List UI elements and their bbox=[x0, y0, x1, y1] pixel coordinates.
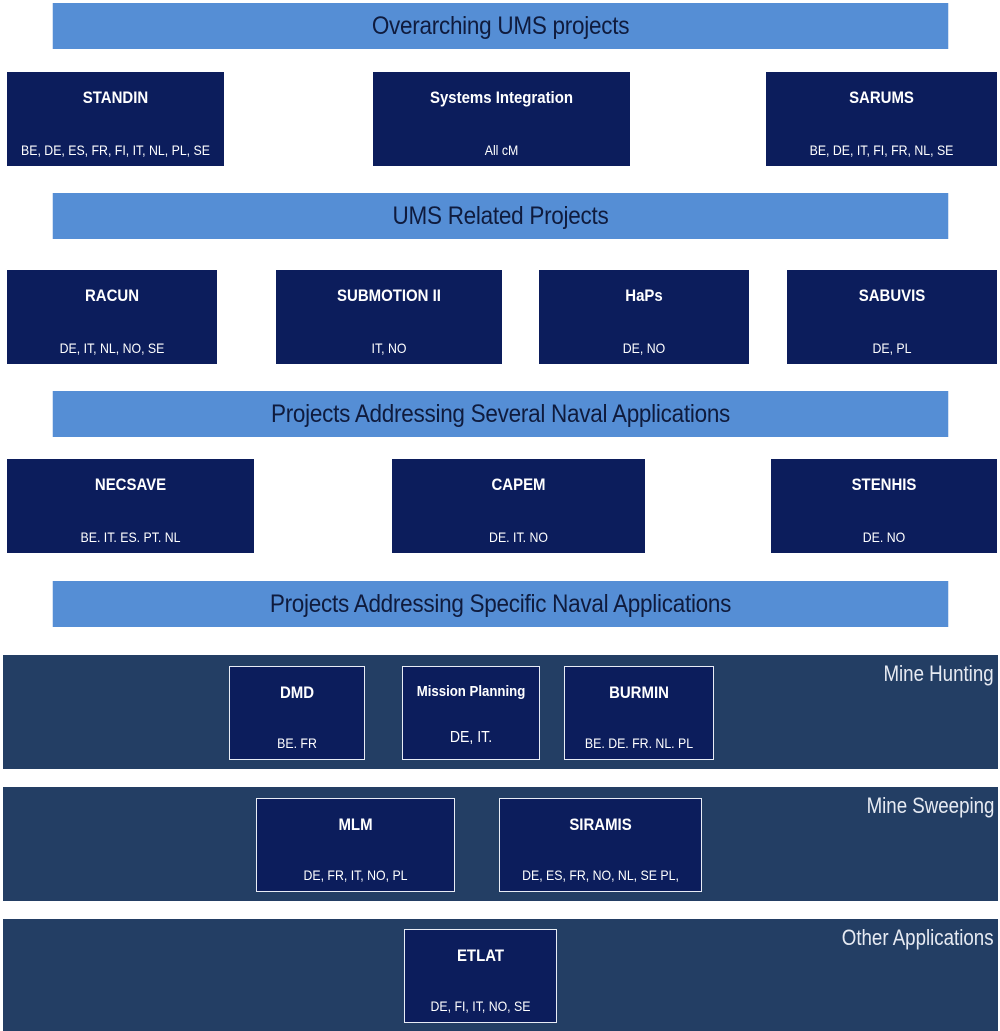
project-box-necsave: NECSAVE BE. IT. ES. PT. NL bbox=[7, 459, 254, 553]
project-name: Mission Planning bbox=[416, 683, 526, 700]
project-countries: BE. IT. ES. PT. NL bbox=[80, 529, 181, 545]
project-name: SUBMOTION II bbox=[337, 286, 441, 305]
project-box-sabuvis: SABUVIS DE, PL bbox=[787, 270, 997, 364]
project-box-mission-planning: Mission Planning DE, IT. bbox=[402, 666, 540, 760]
project-name: SIRAMIS bbox=[569, 815, 632, 834]
project-countries: BE. DE. FR. NL. PL bbox=[584, 735, 694, 751]
project-countries: All cM bbox=[484, 142, 519, 158]
project-name: SABUVIS bbox=[858, 286, 926, 305]
project-countries: DE, NO bbox=[622, 340, 666, 356]
project-countries: DE, ES, FR, NO, NL, SE PL, bbox=[522, 867, 679, 883]
project-countries: DE. IT. NO bbox=[489, 529, 548, 545]
project-name: NECSAVE bbox=[94, 475, 167, 494]
project-box-etlat: ETLAT DE, FI, IT, NO, SE bbox=[404, 929, 557, 1023]
project-countries: DE, FI, IT, NO, SE bbox=[430, 998, 531, 1014]
project-box-capem: CAPEM DE. IT. NO bbox=[392, 459, 645, 553]
project-box-siramis: SIRAMIS DE, ES, FR, NO, NL, SE PL, bbox=[499, 798, 702, 892]
project-box-dmd: DMD BE. FR bbox=[229, 666, 365, 760]
section-heading-specific: Projects Addressing Specific Naval Appli… bbox=[52, 581, 949, 627]
project-name: BURMIN bbox=[609, 683, 669, 702]
project-name: DMD bbox=[279, 683, 315, 702]
project-name: HaPs bbox=[625, 286, 663, 305]
group-label: Other Applications bbox=[842, 925, 994, 950]
project-name: Systems Integration bbox=[430, 88, 573, 107]
project-countries: DE, PL bbox=[872, 340, 912, 356]
project-countries: BE, DE, IT, FI, FR, NL, SE bbox=[809, 142, 954, 158]
project-name: MLM bbox=[338, 815, 373, 834]
project-countries: BE. FR bbox=[277, 735, 317, 751]
project-name: STENHIS bbox=[851, 475, 917, 494]
project-box-stenhis: STENHIS DE. NO bbox=[771, 459, 997, 553]
section-heading-related: UMS Related Projects bbox=[52, 193, 949, 239]
project-countries: DE. NO bbox=[862, 529, 906, 545]
group-label: Mine Sweeping bbox=[866, 793, 994, 818]
project-box-systems-integration: Systems Integration All cM bbox=[373, 72, 630, 166]
project-box-racun: RACUN DE, IT, NL, NO, SE bbox=[7, 270, 217, 364]
project-name: SARUMS bbox=[849, 88, 914, 107]
project-countries: BE, DE, ES, FR, FI, IT, NL, PL, SE bbox=[21, 142, 210, 158]
project-name: RACUN bbox=[84, 286, 140, 305]
project-countries: DE, FR, IT, NO, PL bbox=[303, 867, 408, 883]
project-box-submotion: SUBMOTION II IT, NO bbox=[276, 270, 502, 364]
group-label: Mine Hunting bbox=[883, 661, 994, 686]
project-name: CAPEM bbox=[491, 475, 546, 494]
project-name: STANDIN bbox=[82, 88, 149, 107]
section-heading-overarching: Overarching UMS projects bbox=[52, 3, 949, 49]
project-countries: IT, NO bbox=[371, 340, 407, 356]
project-countries: DE, IT, NL, NO, SE bbox=[59, 340, 165, 356]
project-name: ETLAT bbox=[456, 946, 505, 965]
project-box-burmin: BURMIN BE. DE. FR. NL. PL bbox=[564, 666, 714, 760]
section-heading-several: Projects Addressing Several Naval Applic… bbox=[52, 391, 949, 437]
project-box-standin: STANDIN BE, DE, ES, FR, FI, IT, NL, PL, … bbox=[7, 72, 224, 166]
project-box-sarums: SARUMS BE, DE, IT, FI, FR, NL, SE bbox=[766, 72, 997, 166]
project-box-mlm: MLM DE, FR, IT, NO, PL bbox=[256, 798, 455, 892]
project-countries: DE, IT. bbox=[449, 729, 493, 746]
project-box-haps: HaPs DE, NO bbox=[539, 270, 749, 364]
